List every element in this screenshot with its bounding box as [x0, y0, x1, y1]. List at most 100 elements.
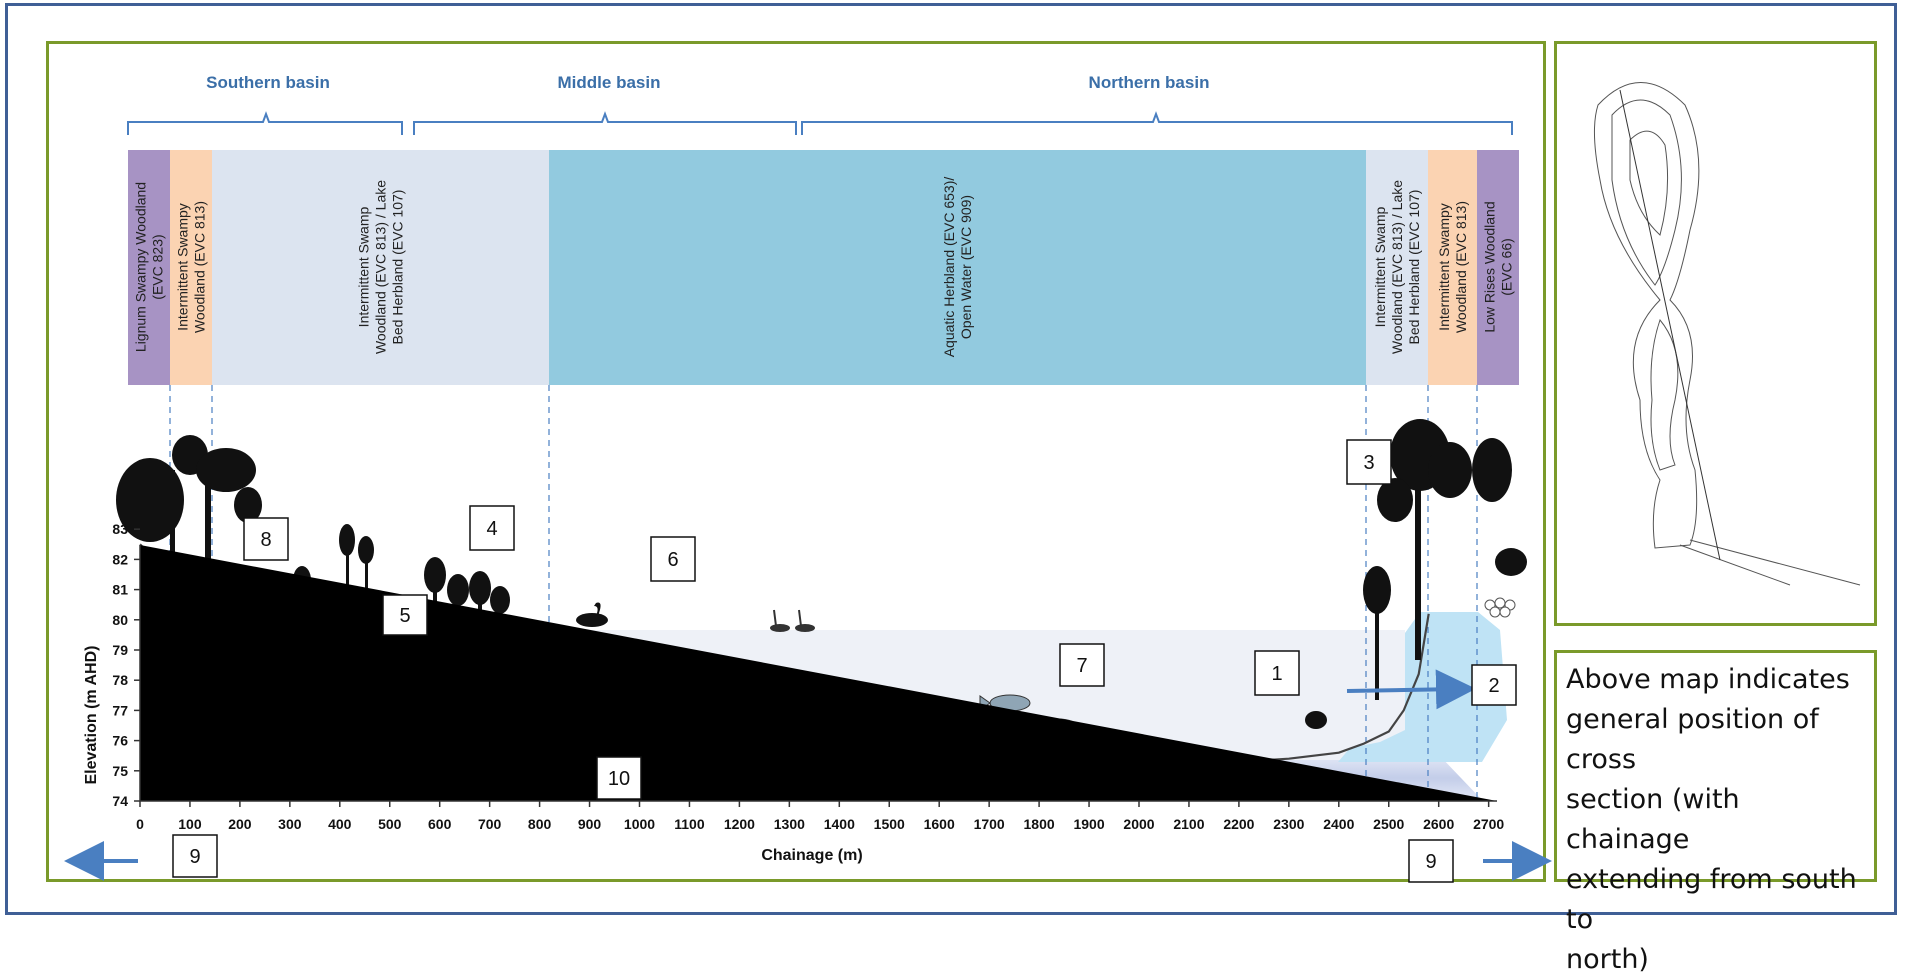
x-tick-label: 1500 [874, 816, 905, 832]
grebe-icon [770, 609, 815, 632]
x-tick-label: 400 [328, 816, 352, 832]
x-tick-label: 200 [228, 816, 252, 832]
x-tick-label: 600 [428, 816, 452, 832]
x-tick-label: 2400 [1323, 816, 1354, 832]
callout-9: 9 [172, 834, 218, 878]
callout-label: 3 [1363, 452, 1374, 474]
vegetation-band-label: Open Water (EVC 909) [958, 195, 974, 339]
map-note-line: general position of cross [1566, 704, 1819, 775]
x-tick-label: 300 [278, 816, 302, 832]
map-note-line: extending from south to [1566, 864, 1857, 935]
x-tick-label: 1000 [624, 816, 655, 832]
map-note-line: Above map indicates [1566, 664, 1850, 695]
x-tick-label: 0 [136, 816, 144, 832]
vegetation-band-label: Intermittent Swampy [175, 203, 191, 331]
x-tick-label: 2600 [1423, 816, 1454, 832]
y-tick-label: 82 [112, 551, 128, 567]
x-axis-label: Chainage (m) [761, 847, 862, 864]
vegetation-band-label: Woodland (EVC 813) / Lake [373, 180, 389, 354]
callout-label: 2 [1488, 675, 1499, 697]
callout-1: 1 [1254, 650, 1300, 696]
callout-label: 7 [1076, 655, 1087, 677]
vegetation-band-label: Woodland (EVC 813) [192, 201, 208, 333]
vegetation-band-label: Aquatic Herbland (EVC 653)/ [941, 177, 957, 358]
x-tick-label: 100 [178, 816, 202, 832]
callout-label: 6 [667, 549, 678, 571]
vegetation-band-label: Intermittent Swampy [1436, 203, 1452, 331]
callout-label: 5 [399, 605, 410, 627]
x-tick-label: 500 [378, 816, 402, 832]
basin-braces [127, 111, 1513, 135]
vegetation-band-lsw: Lignum Swampy Woodland(EVC 823) [128, 150, 170, 385]
y-axis-label: Elevation (m AHD) [83, 646, 100, 785]
callout-10: 10 [596, 756, 642, 800]
turtle-icon [1305, 548, 1527, 729]
x-tick-label: 2700 [1473, 816, 1504, 832]
callout-5: 5 [382, 594, 428, 636]
vegetation-band-label: Bed Herbland (EVC 107) [390, 190, 406, 345]
callout-label: 9 [189, 846, 200, 868]
map-note: Above map indicates general position of … [1566, 660, 1866, 980]
figure-frame [5, 3, 1897, 915]
tree-silhouette [116, 419, 1512, 700]
map-note-line: section (with chainage [1566, 784, 1740, 855]
vegetation-band-label: Woodland (EVC 813) [1453, 201, 1469, 333]
y-tick-label: 75 [112, 763, 128, 779]
callout-8: 8 [243, 517, 289, 561]
callout-3: 3 [1346, 439, 1392, 485]
callout-7: 7 [1059, 643, 1105, 687]
map-panel [1554, 41, 1877, 626]
x-tick-label: 1200 [724, 816, 755, 832]
northern-basin-label: Northern basin [1089, 73, 1210, 92]
map-note-line: north) [1566, 944, 1649, 975]
callout-4: 4 [469, 505, 515, 551]
note-panel [1554, 650, 1877, 882]
x-tick-label: 2200 [1223, 816, 1254, 832]
x-tick-label: 2500 [1373, 816, 1404, 832]
callout-2: 2 [1471, 664, 1517, 706]
middle-basin-label: Middle basin [558, 73, 661, 92]
swan-icon [576, 602, 608, 627]
location-map [1593, 82, 1861, 586]
y-tick-label: 79 [112, 642, 128, 658]
northern-pool [1338, 612, 1507, 762]
southern-basin-label: Southern basin [206, 73, 330, 92]
turtle-eggs-icon [1484, 597, 1516, 618]
callout-boxes: 1 2 3 4 5 6 7 8 9 9 10 [172, 439, 1517, 883]
x-tick-label: 1900 [1073, 816, 1104, 832]
x-tick-label: 1600 [924, 816, 955, 832]
x-tick-label: 2300 [1273, 816, 1304, 832]
vegetation-band-label: (EVC 66) [1499, 238, 1515, 296]
vegetation-band-label: Lignum Swampy Woodland [133, 182, 149, 352]
y-tick-label: 77 [112, 702, 128, 718]
cross-section-diagram: Southern basin Middle basin Northern bas… [64, 73, 1861, 883]
vegetation-bands: Lignum Swampy Woodland(EVC 823)Intermitt… [128, 150, 1519, 385]
x-tick-label: 1300 [774, 816, 805, 832]
x-tick-label: 700 [478, 816, 502, 832]
x-tick-label: 800 [528, 816, 552, 832]
vegetation-band-lrw: Low Rises Woodland(EVC 66) [1477, 150, 1519, 385]
y-tick-label: 83 [112, 521, 128, 537]
callout-label: 9 [1425, 851, 1436, 873]
x-tick-label: 900 [578, 816, 602, 832]
vegetation-band-label: (EVC 823) [150, 234, 166, 299]
x-tick-label: 1700 [974, 816, 1005, 832]
vegetation-band-label: Bed Herbland (EVC 107) [1406, 190, 1422, 345]
y-tick-label: 76 [112, 733, 128, 749]
vegetation-band-label: Low Rises Woodland [1482, 201, 1498, 332]
callout-9: 9 [1408, 839, 1454, 883]
x-axis-ticks: 0 100 200 300 400 500 600 700 800 900 1000 1100 1200… [136, 801, 1504, 832]
x-tick-label: 1800 [1024, 816, 1055, 832]
vegetation-band-aquatic: Aquatic Herbland (EVC 653)/Open Water (E… [549, 150, 1366, 385]
y-tick-label: 74 [112, 793, 128, 809]
vegetation-band-label: Woodland (EVC 813) / Lake [1389, 180, 1405, 354]
x-tick-label: 2000 [1123, 816, 1154, 832]
vegetation-band-label: Intermittent Swamp [1372, 206, 1388, 327]
x-tick-label: 1100 [674, 816, 705, 832]
callout-6: 6 [650, 536, 696, 582]
